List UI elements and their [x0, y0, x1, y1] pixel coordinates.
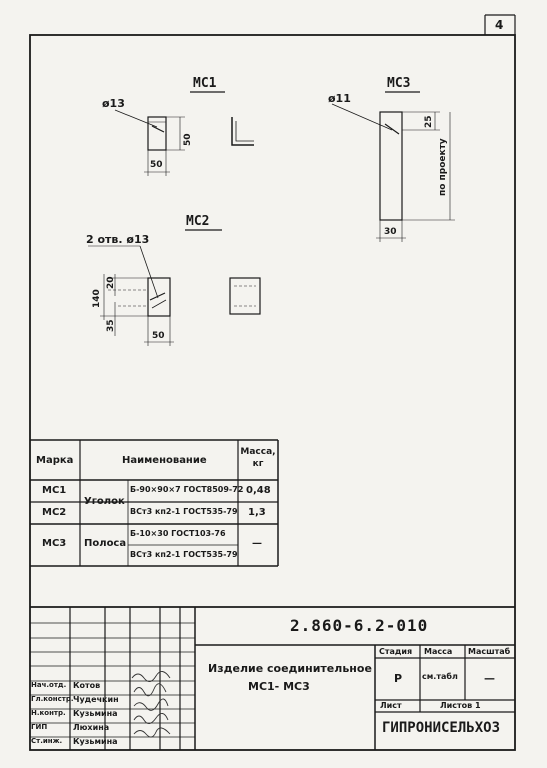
table-header-mark: Марка: [36, 455, 74, 466]
mc2-dim-bottom: 35: [106, 319, 116, 332]
organization-name: ГИПРОНИСЕЛЬХОЗ: [382, 720, 501, 736]
stage-label: Стадия: [379, 647, 413, 656]
table-row-1-spec2: ВСт3 кп2-1 ГОСТ535-79: [130, 507, 238, 516]
mass-value: см.табл: [422, 672, 458, 681]
mc2-dim-width: 50: [152, 331, 165, 341]
mc1-dim-width: 50: [150, 160, 163, 170]
table-header-name: Наименование: [122, 455, 207, 466]
sheet-number: 4: [495, 18, 504, 32]
table-row-3-mass: —: [252, 538, 262, 549]
table-row-1-spec1: Б-90×90×7 ГОСТ8509-72: [130, 485, 244, 494]
person-4-name: Люхина: [73, 723, 110, 732]
mc2-title: МС2: [186, 214, 210, 229]
person-1-name: Котов: [73, 681, 101, 690]
mc3-dim-width: 30: [384, 227, 397, 237]
mc1-hole-label: ø13: [102, 97, 125, 110]
table-row-1-type: Уголок: [84, 496, 125, 507]
table-row-3-spec2: ВСт3 кп2-1 ГОСТ535-79: [130, 550, 238, 559]
person-3-name: Кузьмина: [73, 709, 118, 718]
person-2-role: Гл.констр.: [31, 695, 74, 703]
table-row-3-mark: МС3: [42, 538, 67, 549]
person-1-role: Нач.отд.: [31, 681, 67, 689]
table-row-1-mass: 0,48: [246, 485, 271, 496]
table-row-3-spec1: Б-10×30 ГОСТ103-76: [130, 529, 226, 538]
person-5-role: Ст.инж.: [31, 737, 63, 745]
mc3-hole-label: ø11: [328, 92, 351, 105]
mc3-dim-top: 25: [424, 115, 434, 128]
person-3-role: Н.контр.: [31, 709, 66, 717]
sheets-label: Листов 1: [440, 701, 481, 710]
mass-label: Масса: [424, 647, 453, 656]
mc2-holes-label: 2 отв. ø13: [86, 233, 150, 246]
person-4-role: ГИП: [31, 723, 48, 731]
mc2-dim-total: 140: [92, 289, 102, 308]
stage-value: Р: [394, 672, 403, 685]
table-row-2-mark: МС2: [42, 507, 67, 518]
document-name-line1: Изделие соединительное: [208, 662, 372, 675]
mc3-title: МС3: [387, 76, 411, 91]
sheet-label: Лист: [380, 701, 402, 710]
mc3-dim-length: по проекту: [438, 138, 448, 196]
person-5-name: Кузьмина: [73, 737, 118, 746]
table-row-1-mark: МС1: [42, 485, 67, 496]
document-name-line2: МС1- МС3: [248, 680, 310, 693]
scale-value: —: [484, 672, 495, 685]
scale-label: Масштаб: [468, 647, 511, 656]
table-row-2-mass: 1,3: [248, 507, 266, 518]
document-code: 2.860-6.2-010: [290, 616, 429, 635]
signatures: [131, 671, 171, 738]
mc1-title: МС1: [193, 76, 217, 91]
table-row-3-type: Полоса: [84, 538, 127, 549]
table-header-mass: Масса, кг: [240, 447, 276, 469]
mc2-dim-top: 20: [106, 276, 116, 289]
person-2-name: Чудечкин: [73, 695, 119, 704]
mc1-dim-height: 50: [183, 133, 193, 146]
